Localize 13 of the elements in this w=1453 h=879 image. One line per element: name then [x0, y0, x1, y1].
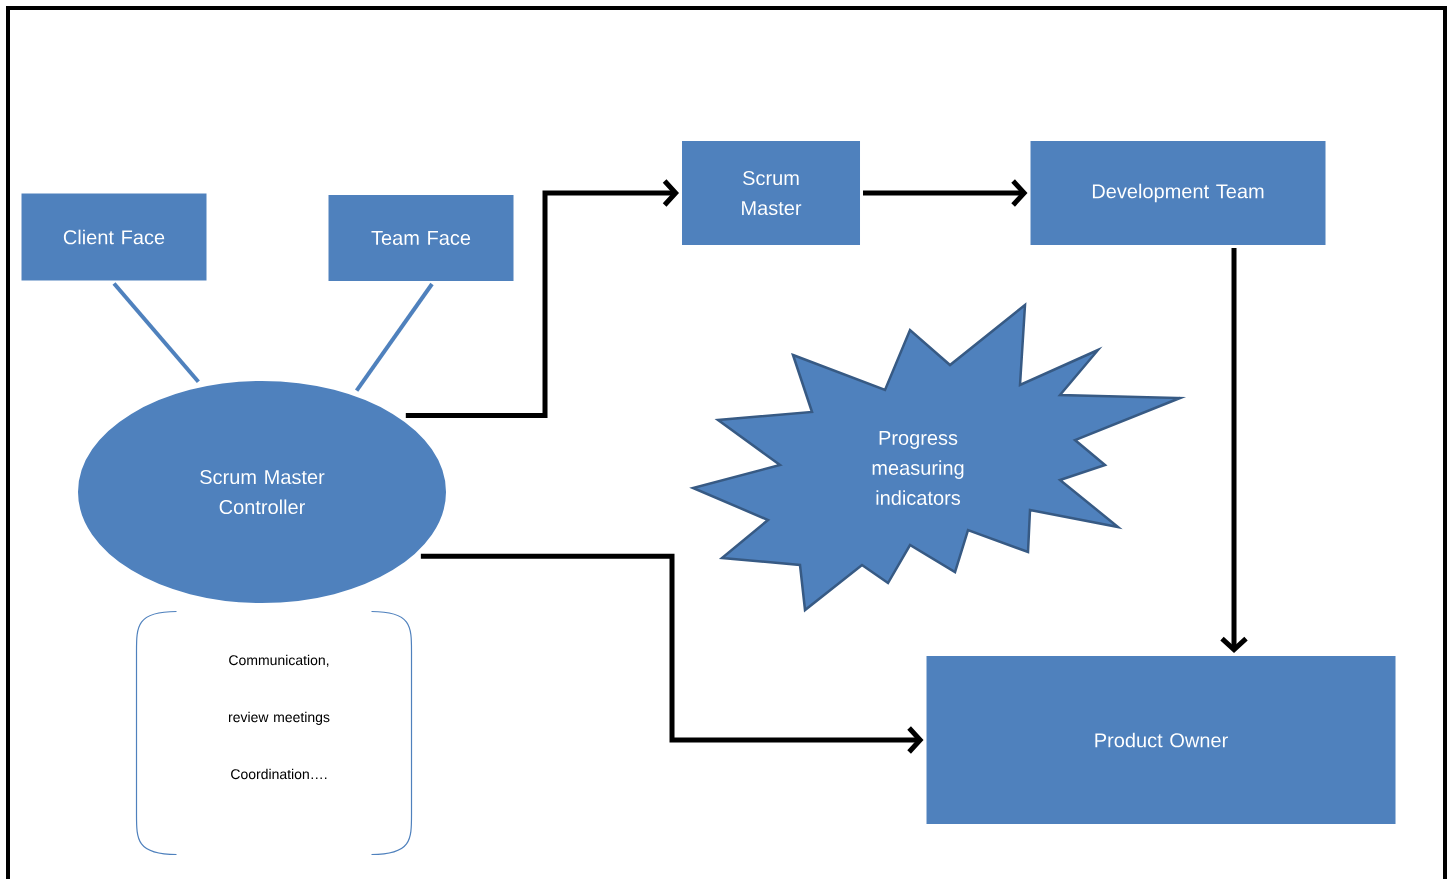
bracket-note: Communication, review meetings Coordination….	[135, 610, 413, 856]
process-box: Development Team	[1027, 138, 1329, 248]
process-box: Team Face	[325, 192, 517, 284]
arrow	[1220, 248, 1248, 653]
ellipse-node: Scrum Master Controller	[72, 375, 452, 609]
arrow	[420, 553, 924, 754]
arrow	[405, 179, 679, 419]
arrow	[863, 179, 1028, 207]
process-box: Product Owner	[923, 653, 1399, 827]
process-box: Client Face	[18, 190, 210, 284]
process-box: Scrum Master	[679, 138, 863, 248]
connector-line	[112, 282, 200, 384]
connector-line	[355, 282, 434, 392]
